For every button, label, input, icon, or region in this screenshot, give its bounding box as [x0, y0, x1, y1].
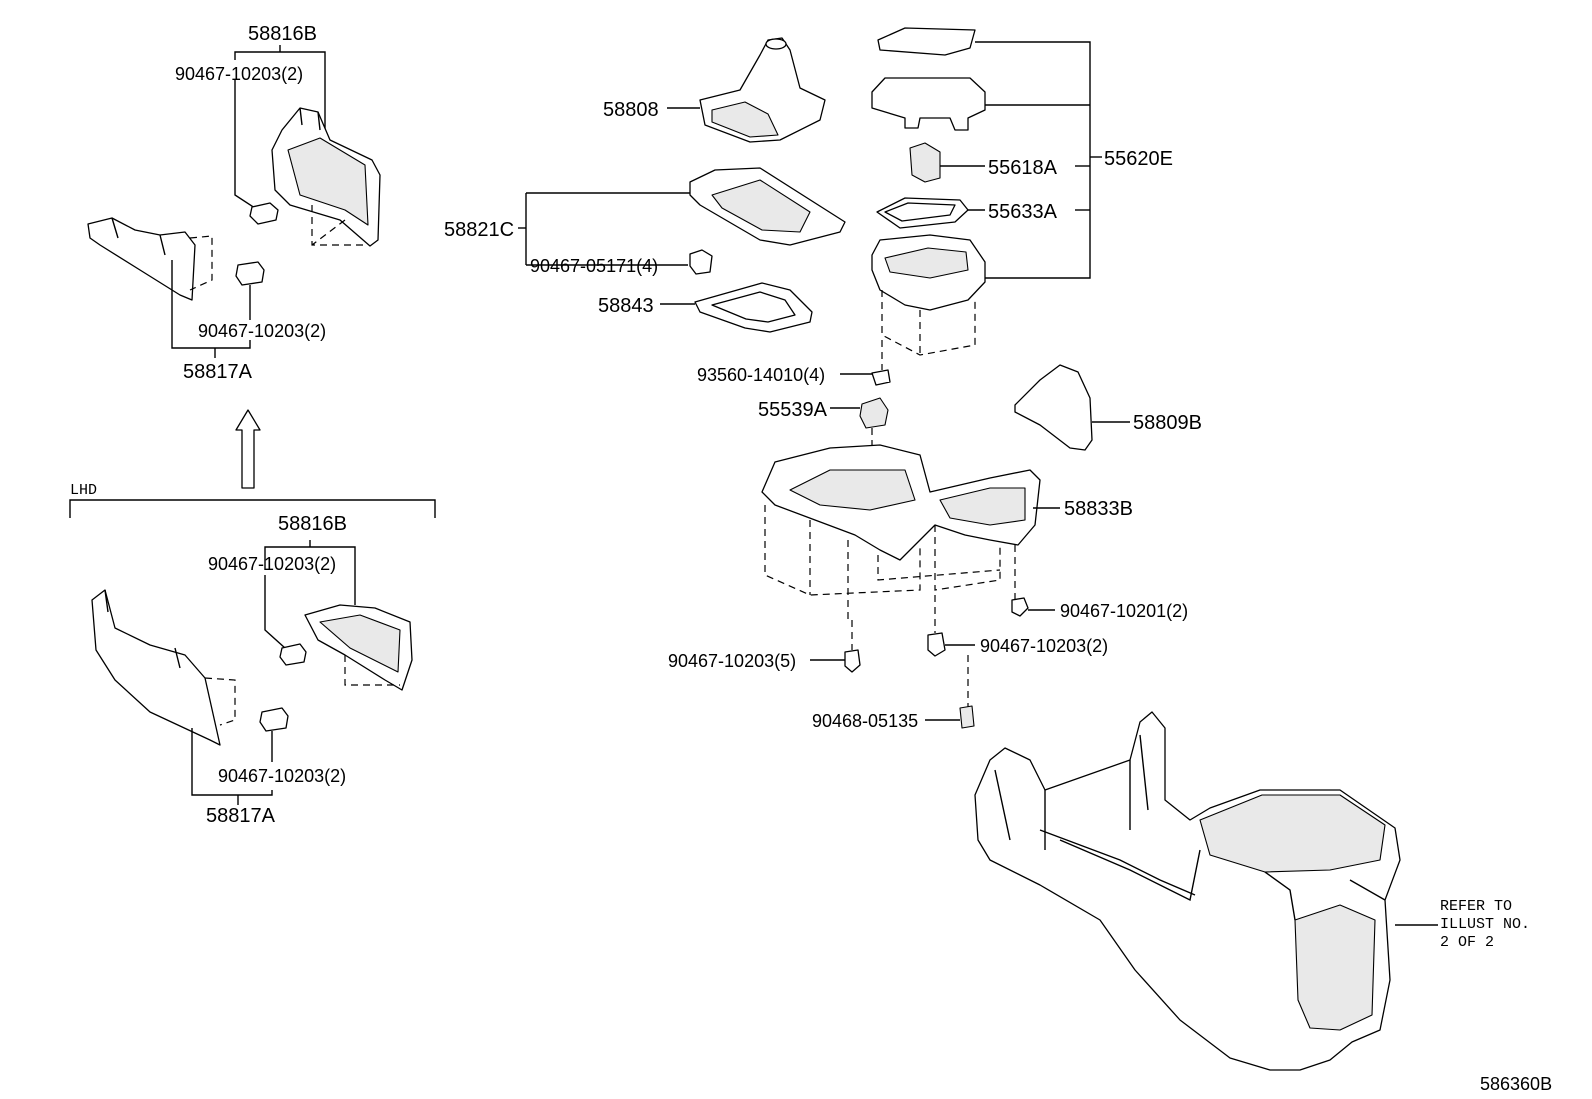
label-clip-top-1: 90467-10203(2) [175, 64, 303, 84]
center-group [518, 27, 1130, 729]
label-clip-top-2: 90467-10203(2) [198, 321, 326, 341]
clip-bottom-1-drawing [279, 643, 307, 666]
insert-55618A-drawing [909, 142, 941, 183]
label-58833B: 58833B [1064, 498, 1133, 520]
label-90467-10203-2: 90467-10203(2) [980, 636, 1108, 656]
lhd-bracket [69, 499, 436, 518]
panel-58817A-top-drawing [87, 217, 213, 301]
label-55633A: 55633A [988, 201, 1058, 223]
left-top-group [87, 45, 381, 358]
clip-90467-05171-drawing [689, 249, 713, 275]
bezel-58821C-drawing [689, 167, 846, 246]
label-90467-10201: 90467-10201(2) [1060, 601, 1188, 621]
lid-drawing [877, 27, 976, 56]
cover-58809B-drawing [1014, 364, 1093, 451]
label-93560-14010: 93560-14010(4) [697, 365, 825, 385]
label-90467-10203-5: 90467-10203(5) [668, 651, 796, 671]
clip-90467-10201-drawing [1011, 597, 1029, 617]
clip-bottom-2-drawing [259, 707, 289, 732]
console-assembly-drawing [974, 711, 1401, 1071]
clip-top-1-drawing [249, 202, 279, 225]
label-58843: 58843 [598, 295, 654, 317]
label-clip-bottom-2: 90467-10203(2) [218, 766, 346, 786]
shift-boot-58808-drawing [699, 37, 826, 143]
clip-top-2-drawing [235, 261, 265, 286]
tray-drawing [871, 77, 986, 131]
label-58808: 58808 [603, 99, 659, 121]
label-58817A-bottom: 58817A [206, 805, 276, 827]
mat-55633A-drawing [876, 197, 969, 229]
gasket-58843-drawing [694, 282, 813, 333]
part-55539A-drawing [859, 397, 889, 429]
label-58816B-top: 58816B [248, 23, 317, 45]
label-58821C: 58821C [444, 219, 514, 241]
label-clip-bottom-1: 90467-10203(2) [208, 554, 336, 574]
clip-90467-10203-5-drawing [844, 649, 861, 673]
reference-note-line-2: ILLUST NO. [1440, 916, 1530, 933]
panel-58817A-bottom-drawing [91, 589, 236, 746]
label-55620E: 55620E [1104, 148, 1173, 170]
clip-90467-10203-2-drawing [927, 632, 946, 657]
panel-58816B-bottom-drawing [304, 604, 413, 691]
left-bottom-group [91, 540, 413, 805]
reference-note-line-1: REFER TO [1440, 898, 1512, 915]
label-90467-05171: 90467-05171(4) [530, 256, 658, 276]
box-55620E-drawing [871, 234, 986, 356]
label-55618A: 55618A [988, 157, 1058, 179]
label-55539A: 55539A [758, 399, 828, 421]
drawing-code: 586360B [1480, 1074, 1552, 1094]
label-58817A-top: 58817A [183, 361, 253, 383]
label-90468-05135: 90468-05135 [812, 711, 918, 731]
panel-58816B-top-drawing [271, 107, 381, 247]
screw-93560-drawing [871, 369, 891, 386]
label-58809B: 58809B [1133, 412, 1202, 434]
clip-90468-05135-drawing [959, 705, 975, 729]
reference-note-line-3: 2 OF 2 [1440, 934, 1494, 951]
label-58816B-bottom: 58816B [278, 513, 347, 535]
up-arrow-icon [235, 409, 261, 489]
label-lhd: LHD [70, 482, 97, 499]
base-58833B-drawing [761, 444, 1041, 620]
